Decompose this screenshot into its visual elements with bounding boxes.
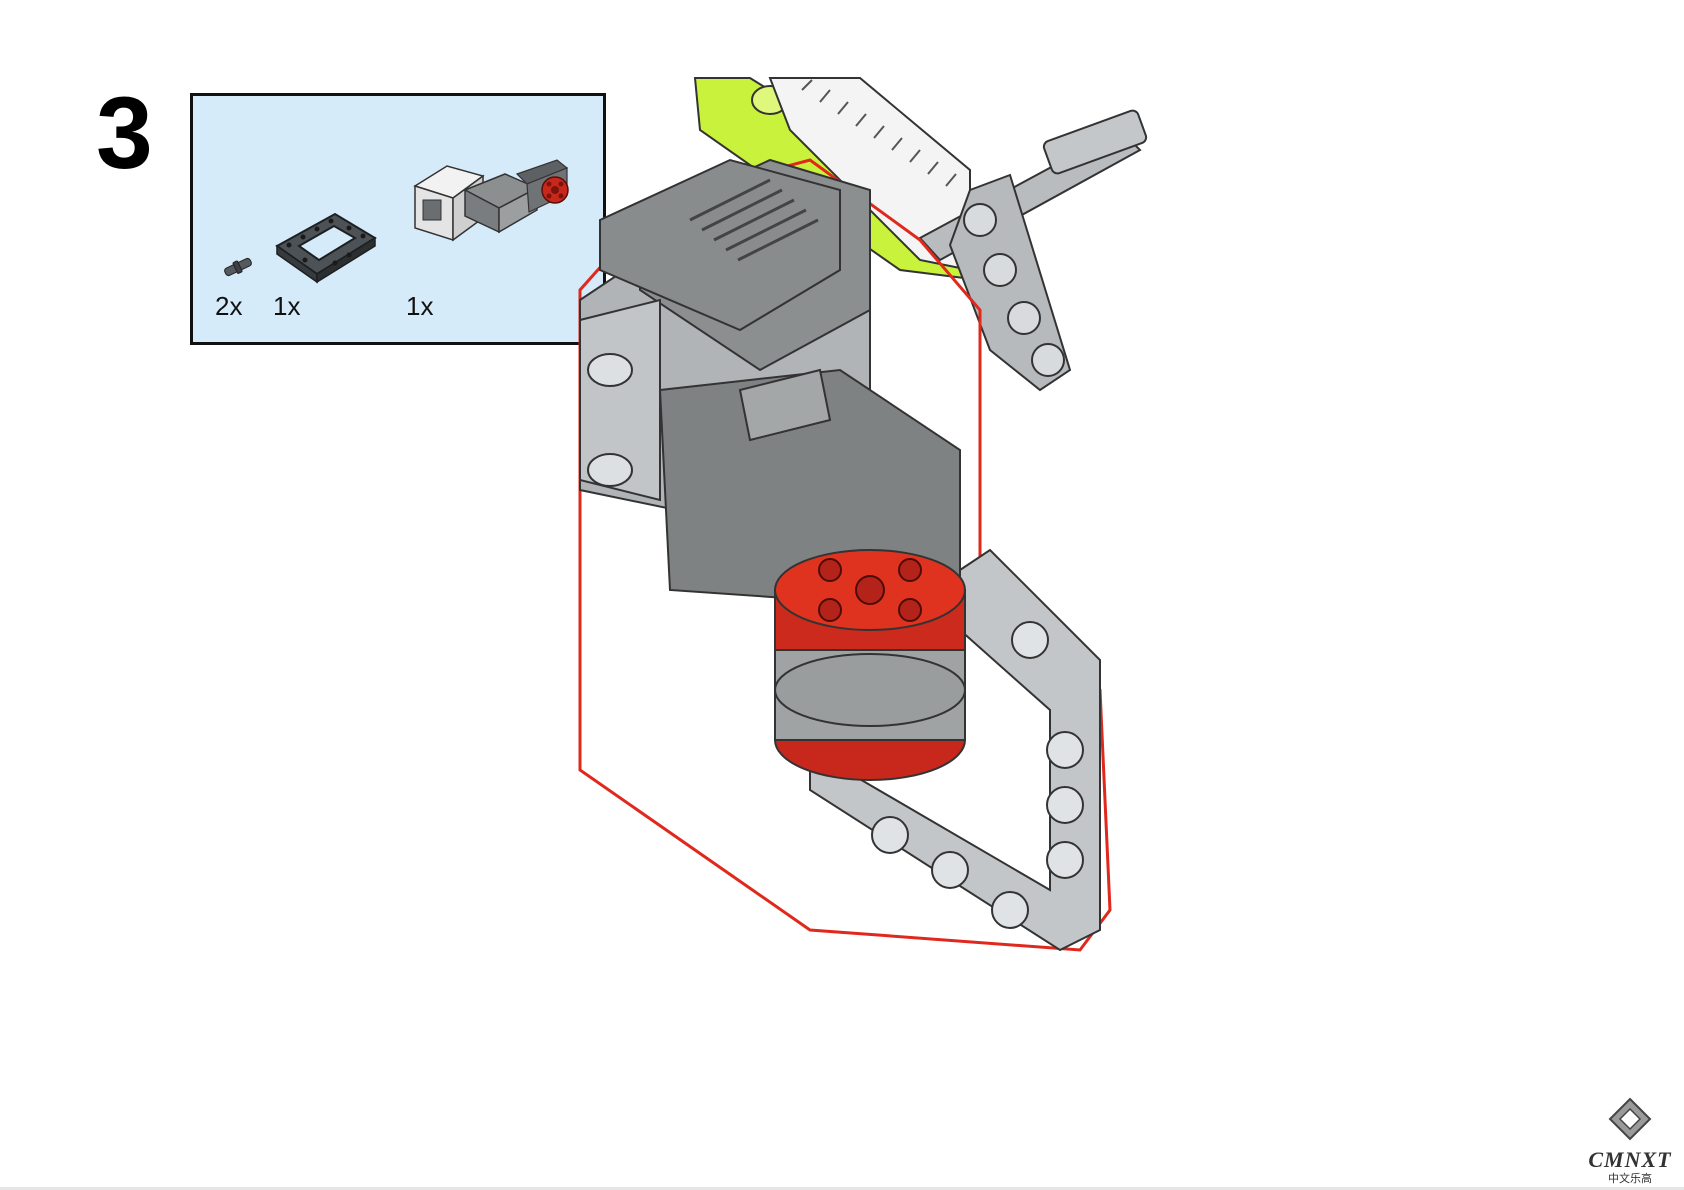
parts-callout: 2x 1x 1x: [190, 93, 606, 345]
output-hub: [774, 549, 966, 781]
connector-peg-icon: [224, 257, 252, 277]
logo-subtitle: 中文乐高: [1608, 1172, 1652, 1185]
part-quantity: 1x: [406, 291, 434, 321]
open-frame-icon: [275, 212, 377, 284]
logo-emblem-icon: [1608, 1097, 1652, 1141]
logo-brand: CMNXT: [1588, 1147, 1672, 1172]
cmnxt-logo: CMNXT 中文乐高: [1582, 1095, 1678, 1187]
large-motor-icon: [413, 159, 569, 242]
step-number: 3: [96, 76, 153, 190]
part-quantity: 1x: [273, 291, 301, 321]
frame: [809, 548, 1101, 952]
assembly-illustration: [578, 77, 1148, 952]
motor-body: [579, 158, 961, 612]
page-bottom-rule: [0, 1187, 1684, 1190]
part-quantity: 2x: [215, 291, 243, 321]
axle-assembly: [918, 109, 1148, 392]
